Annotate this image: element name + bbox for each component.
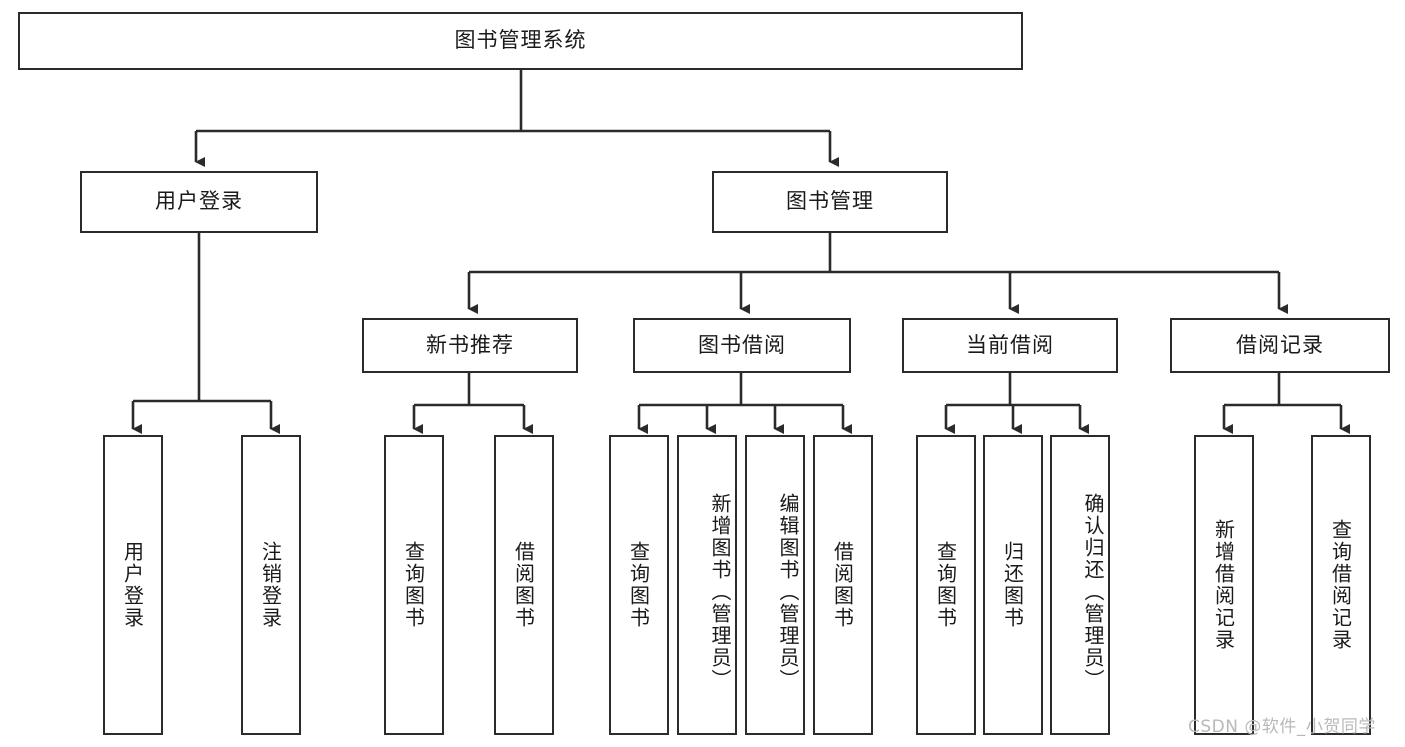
node-leaf-user-login-label: 用户登录 [120,541,145,629]
node-leaf-add-record[interactable]: 新增借阅记录 [1194,435,1254,735]
watermark: CSDN @软件_小贺同学 [1188,717,1376,737]
node-leaf-query-record[interactable]: 查询借阅记录 [1311,435,1371,735]
node-user-login-label: 用户登录 [155,189,243,214]
node-leaf-borrow-book-2[interactable]: 借阅图书 [813,435,873,735]
node-leaf-edit-book[interactable]: 编辑图书（管理员） [745,435,805,735]
node-leaf-confirm-return[interactable]: 确认归还（管理员） [1050,435,1110,735]
node-book-borrow-label: 图书借阅 [698,332,786,357]
node-current-borrow-label: 当前借阅 [966,332,1054,357]
node-leaf-borrow-book-2-label: 借阅图书 [830,541,855,629]
node-leaf-query-book-2[interactable]: 查询图书 [609,435,669,735]
node-new-book-rec-label: 新书推荐 [426,332,514,357]
node-leaf-query-book-1[interactable]: 查询图书 [384,435,444,735]
node-root[interactable]: 图书管理系统 [18,12,1023,70]
node-leaf-add-book[interactable]: 新增图书（管理员） [677,435,737,735]
node-leaf-return-book[interactable]: 归还图书 [983,435,1043,735]
node-leaf-borrow-book-1[interactable]: 借阅图书 [494,435,554,735]
node-borrow-record[interactable]: 借阅记录 [1170,318,1390,373]
node-root-label: 图书管理系统 [454,28,587,53]
node-current-borrow[interactable]: 当前借阅 [902,318,1118,373]
node-leaf-user-login[interactable]: 用户登录 [103,435,163,735]
node-leaf-query-record-label: 查询借阅记录 [1328,519,1353,651]
node-user-login[interactable]: 用户登录 [80,171,318,233]
node-leaf-edit-book-label: 编辑图书（管理员） [776,493,800,691]
node-leaf-add-record-label: 新增借阅记录 [1211,519,1236,651]
node-leaf-query-book-2-label: 查询图书 [626,541,651,629]
node-leaf-query-book-1-label: 查询图书 [401,541,426,629]
node-leaf-query-book-3[interactable]: 查询图书 [916,435,976,735]
node-leaf-return-book-label: 归还图书 [1000,541,1025,629]
node-leaf-logout[interactable]: 注销登录 [241,435,301,735]
node-book-borrow[interactable]: 图书借阅 [633,318,851,373]
node-borrow-record-label: 借阅记录 [1236,332,1324,357]
node-leaf-logout-label: 注销登录 [258,541,283,629]
node-leaf-query-book-3-label: 查询图书 [933,541,958,629]
node-leaf-borrow-book-1-label: 借阅图书 [511,541,536,629]
node-book-manage-label: 图书管理 [786,189,874,214]
node-leaf-confirm-return-label: 确认归还（管理员） [1081,493,1105,691]
node-book-manage[interactable]: 图书管理 [712,171,948,233]
node-new-book-rec[interactable]: 新书推荐 [362,318,578,373]
node-leaf-add-book-label: 新增图书（管理员） [708,493,732,691]
